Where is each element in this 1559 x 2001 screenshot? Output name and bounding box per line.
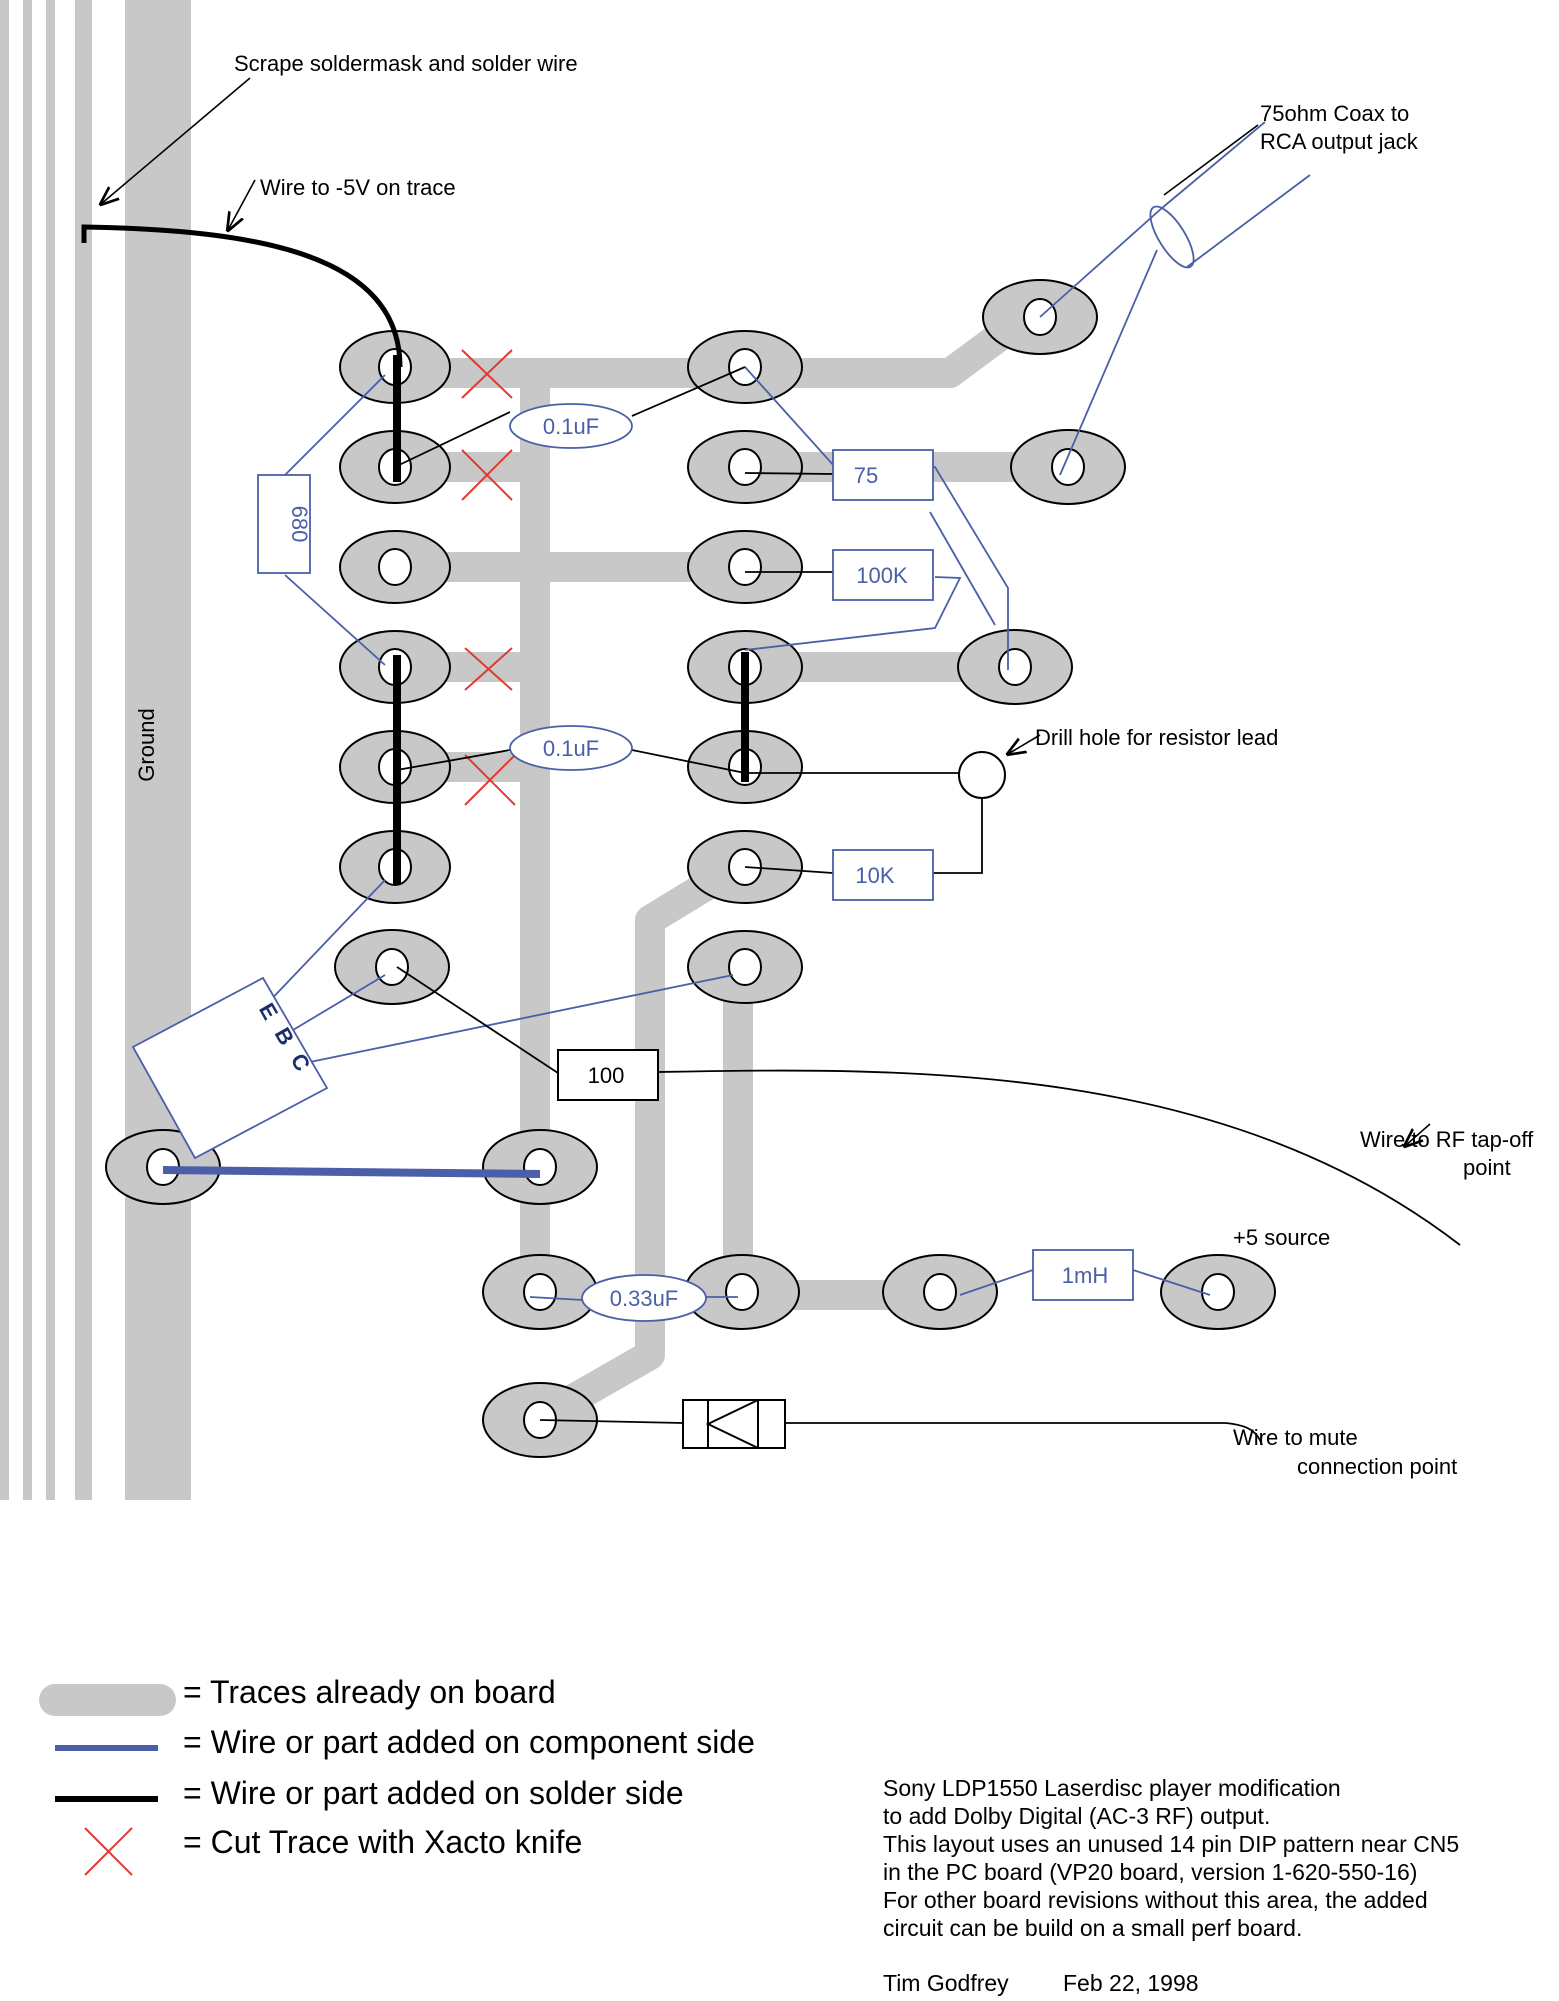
signal-wires <box>396 366 1461 1446</box>
ground-label: Ground <box>134 708 159 781</box>
note-line-4: in the PC board (VP20 board, version 1-6… <box>883 1859 1417 1885</box>
component-bodies <box>131 205 1195 1449</box>
resistor-75 <box>832 449 934 501</box>
pad-holes <box>146 298 1235 1439</box>
plus5-label: +5 source <box>1233 1225 1330 1250</box>
legend: = Traces already on board = Wire or part… <box>39 1674 755 1876</box>
resistor-100 <box>557 1049 659 1101</box>
note-line-5: For other board revisions without this a… <box>883 1887 1428 1913</box>
legend-traces-text: = Traces already on board <box>183 1674 556 1710</box>
resistor-680 <box>257 474 311 574</box>
capacitor-c3-label: 0.33uF <box>610 1286 679 1311</box>
capacitor-c2 <box>509 725 633 771</box>
drill-hole <box>958 751 1006 799</box>
drill-label: Drill hole for resistor lead <box>1035 725 1278 750</box>
diode <box>682 1399 786 1449</box>
note-line-2: to add Dolby Digital (AC-3 RF) output. <box>883 1803 1270 1829</box>
note-line-1: Sony LDP1550 Laserdisc player modificati… <box>883 1775 1341 1801</box>
cut-marks <box>461 349 516 806</box>
resistor-680-label: 680 <box>287 506 312 543</box>
mute-label-line1: Wire to mute <box>1233 1425 1358 1450</box>
inductor-1mh-label: 1mH <box>1062 1263 1108 1288</box>
legend-cut-text: = Cut Trace with Xacto knife <box>183 1824 582 1860</box>
capacitor-c2-label: 0.1uF <box>543 736 599 761</box>
mute-label-line2: connection point <box>1297 1454 1457 1479</box>
resistor-100k-label: 100K <box>856 563 908 588</box>
capacitor-c1 <box>509 403 633 449</box>
rf-label-line2: point <box>1463 1155 1511 1180</box>
inductor-1mh <box>1032 1249 1134 1301</box>
transistor-body <box>131 976 329 1160</box>
coax-label-line2: RCA output jack <box>1260 129 1419 154</box>
callout-arrows <box>101 77 1431 1146</box>
resistor-100k <box>832 549 934 601</box>
component-side-wires <box>162 121 1311 1301</box>
resistor-100-label: 100 <box>588 1063 625 1088</box>
date: Feb 22, 1998 <box>1063 1970 1199 1996</box>
resistor-75-label: 75 <box>854 463 878 488</box>
notes: Sony LDP1550 Laserdisc player modificati… <box>883 1775 1459 1996</box>
wire-minus5-label: Wire to -5V on trace <box>260 175 456 200</box>
coax-cable <box>1149 205 1195 269</box>
resistor-10k <box>832 849 934 901</box>
legend-component-text: = Wire or part added on component side <box>183 1724 755 1760</box>
note-line-6: circuit can be build on a small perf boa… <box>883 1915 1302 1941</box>
resistor-10k-label: 10K <box>855 863 894 888</box>
legend-solder-text: = Wire or part added on solder side <box>183 1775 684 1811</box>
scrape-label: Scrape soldermask and solder wire <box>234 51 578 76</box>
capacitor-c3 <box>581 1274 707 1322</box>
legend-cut-swatch <box>84 1827 133 1876</box>
ground-bus <box>0 0 191 1500</box>
author: Tim Godfrey <box>883 1970 1009 1996</box>
rf-label-line1: Wire to RF tap-off <box>1360 1127 1534 1152</box>
coax-label-line1: 75ohm Coax to <box>1260 101 1409 126</box>
capacitor-c1-label: 0.1uF <box>543 414 599 439</box>
note-line-3: This layout uses an unused 14 pin DIP pa… <box>883 1831 1459 1857</box>
